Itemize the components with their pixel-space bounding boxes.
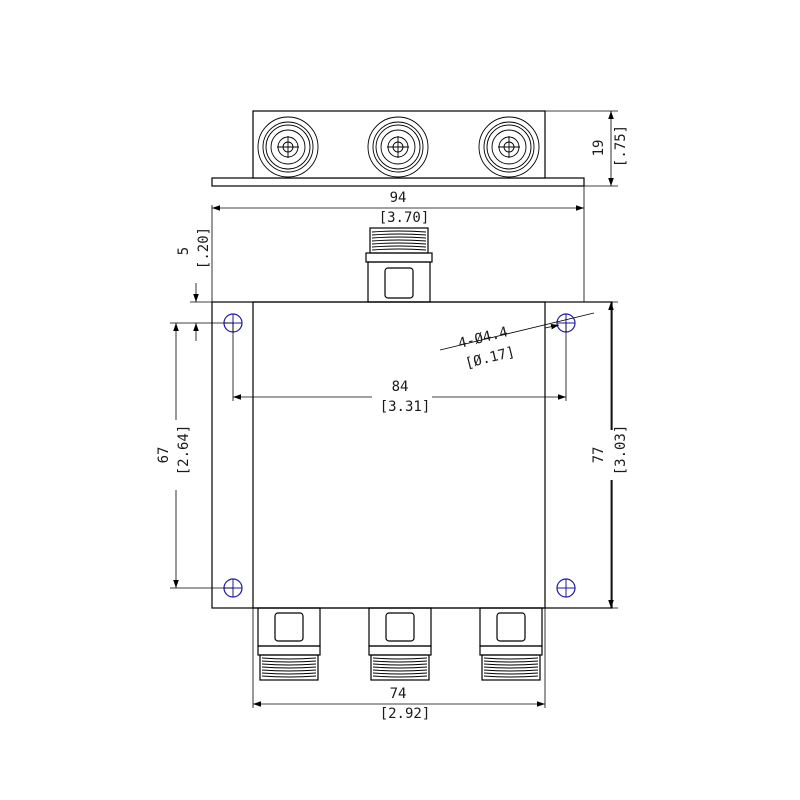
body-height-label-inch: [3.03] <box>613 425 629 476</box>
body-width-label-mm: 74 <box>390 686 407 702</box>
output-connectors <box>257 607 543 681</box>
edge-offset-label-inch: [.20] <box>196 227 212 269</box>
side-view-connectors <box>257 116 540 178</box>
hole-spacing-x-label-inch: [3.31] <box>380 399 431 415</box>
output-connector-3 <box>479 607 543 681</box>
edge-offset-label-mm: 5 <box>176 247 192 255</box>
mounting-holes <box>223 313 576 598</box>
side-connector-3 <box>478 116 540 178</box>
hole-diameter-leader <box>439 312 595 351</box>
side-connector-2 <box>367 116 429 178</box>
body-width-label-inch: [2.92] <box>380 706 431 722</box>
input-connector <box>365 227 433 303</box>
hole-spacing-x-label-mm: 84 <box>392 379 409 395</box>
flange-width-label-inch: [3.70] <box>379 210 430 226</box>
mounting-flange <box>211 301 613 609</box>
hole-spacing-y-label-inch: [2.64] <box>176 425 192 476</box>
side-view: 19 [.75] <box>211 110 629 187</box>
mounting-hole-4 <box>556 578 576 598</box>
top-view: 94 [3.70] 5 [.20] 84 [3.31] 67 [2.64] 77… <box>156 186 632 722</box>
flange-width-label-mm: 94 <box>390 190 407 206</box>
side-view-flange <box>211 177 585 187</box>
input-connector-threads <box>371 230 427 251</box>
height-label-inch: [.75] <box>613 125 629 167</box>
hole-spacing-y-label-mm: 67 <box>156 447 172 464</box>
body-height-label-mm: 77 <box>591 447 607 464</box>
side-connector-1 <box>257 116 319 178</box>
height-label-mm: 19 <box>591 140 607 157</box>
output-connector-2 <box>368 607 432 681</box>
output-connector-1 <box>257 607 321 681</box>
